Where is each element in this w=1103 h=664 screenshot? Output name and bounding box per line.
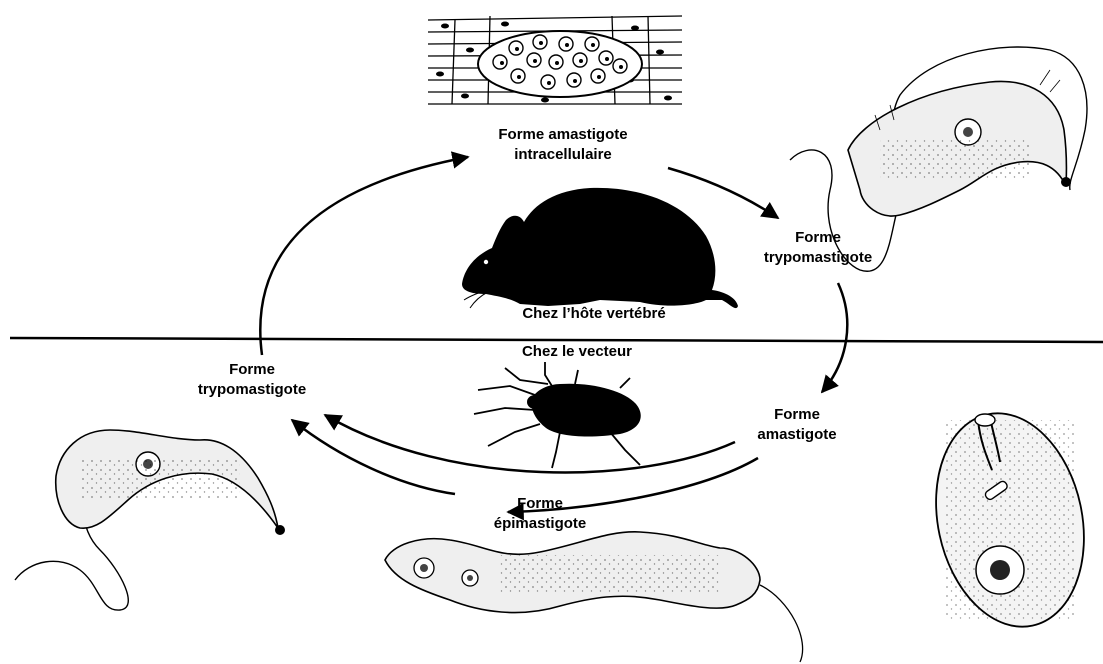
arrow-to-amastigote-vector <box>822 283 847 392</box>
triatomine-bug-icon <box>474 362 641 468</box>
label-vector: Chez le vecteur <box>522 342 632 362</box>
label-vertebrate-host: Chez l’hôte vertébré <box>522 304 665 324</box>
mouse-silhouette-icon <box>462 188 738 308</box>
label-amastigote-vector: Forme amastigote <box>757 405 836 445</box>
epimastigote-parasite-illustration <box>385 532 803 662</box>
arrow-to-trypomastigote-vector-inner <box>325 415 735 472</box>
amastigote-parasite-illustration <box>917 399 1103 640</box>
label-trypomastigote-vector: Forme trypomastigote <box>198 360 306 400</box>
label-amastigote-intracellular: Forme amastigote intracellulaire <box>498 125 627 165</box>
label-trypomastigote-host: Forme trypomastigote <box>764 228 872 268</box>
infected-tissue-illustration <box>428 12 682 112</box>
arrow-to-trypomastigote-host <box>668 168 778 218</box>
trypomastigote-parasite-illustration-left <box>15 430 285 610</box>
label-epimastigote: Forme épimastigote <box>494 494 587 534</box>
arrow-to-amastigote-intracellular <box>260 157 468 355</box>
